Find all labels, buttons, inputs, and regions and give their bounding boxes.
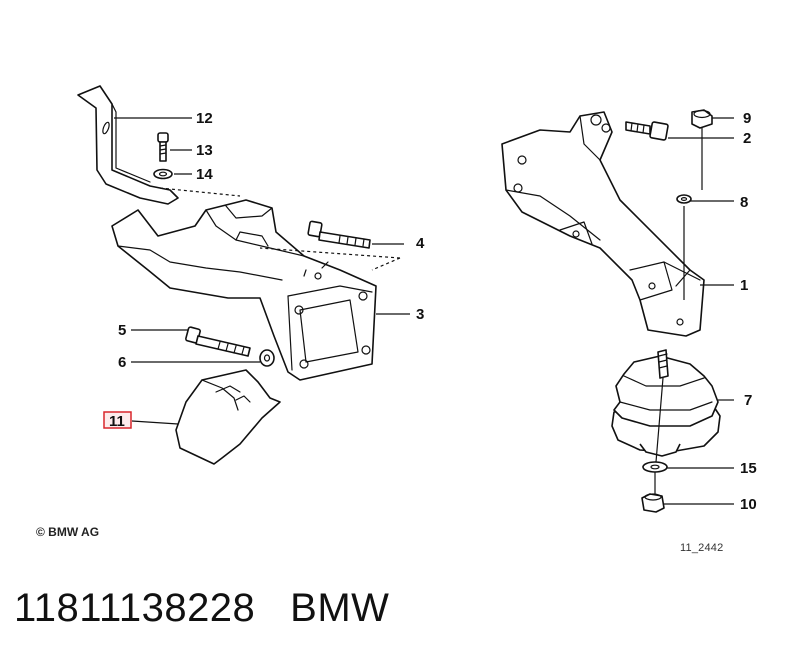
washer-part-8 — [676, 194, 692, 204]
diagram-id: 11_2442 — [680, 542, 724, 554]
callout-13: 13 — [196, 142, 213, 159]
copyright-notice: © BMW AG — [36, 525, 100, 539]
bolt-part-5 — [185, 326, 251, 357]
callout-14: 14 — [196, 166, 213, 183]
part-number-footer: 11811138228 BMW — [14, 586, 389, 631]
callout-1: 1 — [740, 277, 748, 294]
heat-shield-part-11 — [175, 369, 281, 465]
brand-name: BMW — [290, 586, 390, 630]
bolt-part-13 — [157, 132, 169, 162]
washer-part-6 — [259, 349, 275, 367]
washer-part-15 — [642, 461, 668, 473]
callout-12: 12 — [196, 110, 213, 127]
bolt-part-4 — [307, 220, 371, 249]
callout-5: 5 — [118, 322, 126, 339]
bolt-part-2 — [625, 121, 669, 141]
nut-part-10 — [641, 493, 665, 513]
callout-8: 8 — [740, 194, 748, 211]
callout-10: 10 — [740, 496, 757, 513]
washer-part-14 — [153, 168, 173, 180]
callout-4: 4 — [416, 235, 425, 252]
callout-2: 2 — [743, 130, 751, 147]
callout-15: 15 — [740, 460, 757, 477]
callout-6: 6 — [118, 354, 126, 371]
engine-mount-bracket-part-1 — [501, 111, 705, 337]
callout-9: 9 — [743, 110, 751, 127]
callout-3: 3 — [416, 306, 424, 323]
nut-part-9 — [691, 109, 713, 129]
callout-11: 11 — [109, 413, 125, 430]
callout-7: 7 — [744, 392, 752, 409]
bracket-part-12 — [77, 85, 179, 205]
callout-11-highlight-box — [103, 411, 132, 429]
engine-support-part-3 — [111, 199, 377, 381]
part-number: 11811138228 — [14, 586, 256, 630]
rubber-mount-part-7 — [611, 349, 721, 457]
leader-lines — [114, 117, 734, 505]
